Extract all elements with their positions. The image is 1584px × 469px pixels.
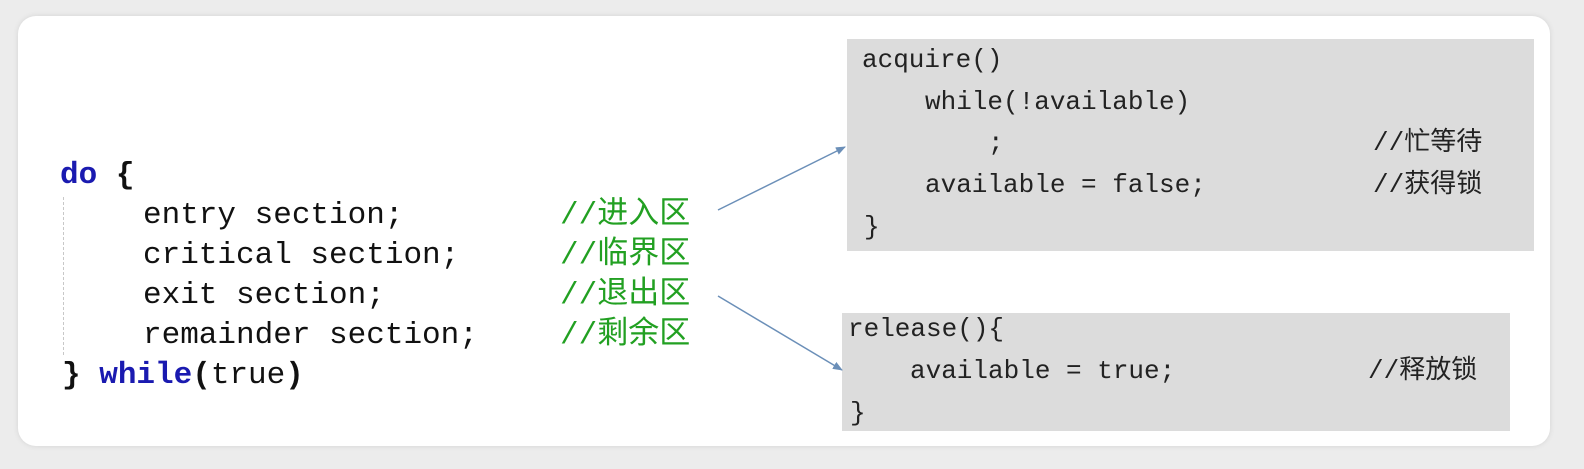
acquire-header: acquire() <box>862 45 1003 75</box>
while-open-paren: ( <box>192 358 211 393</box>
exit-section-line: exit section; <box>143 278 385 313</box>
acquire-lock-comment: //获得锁 <box>1373 170 1483 200</box>
acquire-while-line: while(!available) <box>925 87 1191 117</box>
acquire-code-box <box>847 39 1534 251</box>
release-close-brace: } <box>850 398 866 428</box>
remainder-section-line: remainder section; <box>143 318 478 353</box>
critical-section-comment: //临界区 <box>560 238 691 273</box>
while-condition: true <box>210 358 286 393</box>
release-header: release(){ <box>848 314 1005 344</box>
release-lock-comment: //释放锁 <box>1368 356 1478 386</box>
remainder-section-comment: //剩余区 <box>560 318 691 353</box>
indent-guide <box>63 197 64 355</box>
acquire-assign-line: available = false; <box>925 170 1206 200</box>
do-line: do { <box>60 156 134 196</box>
entry-section-line: entry section; <box>143 198 404 233</box>
do-keyword: do <box>60 158 98 193</box>
while-keyword: while <box>99 358 193 393</box>
close-brace: } <box>62 358 81 393</box>
exit-section-comment: //退出区 <box>560 278 691 313</box>
release-code-box <box>842 313 1510 431</box>
entry-section-comment: //进入区 <box>560 198 691 233</box>
release-assign-line: available = true; <box>910 356 1176 386</box>
busy-wait-comment: //忙等待 <box>1373 128 1483 158</box>
while-close-paren: ) <box>285 358 304 393</box>
acquire-close-brace: } <box>864 212 880 242</box>
critical-section-line: critical section; <box>143 238 460 273</box>
open-brace: { <box>115 158 135 193</box>
while-line: } while(true) <box>62 356 304 396</box>
acquire-empty-statement: ; <box>988 128 1004 158</box>
